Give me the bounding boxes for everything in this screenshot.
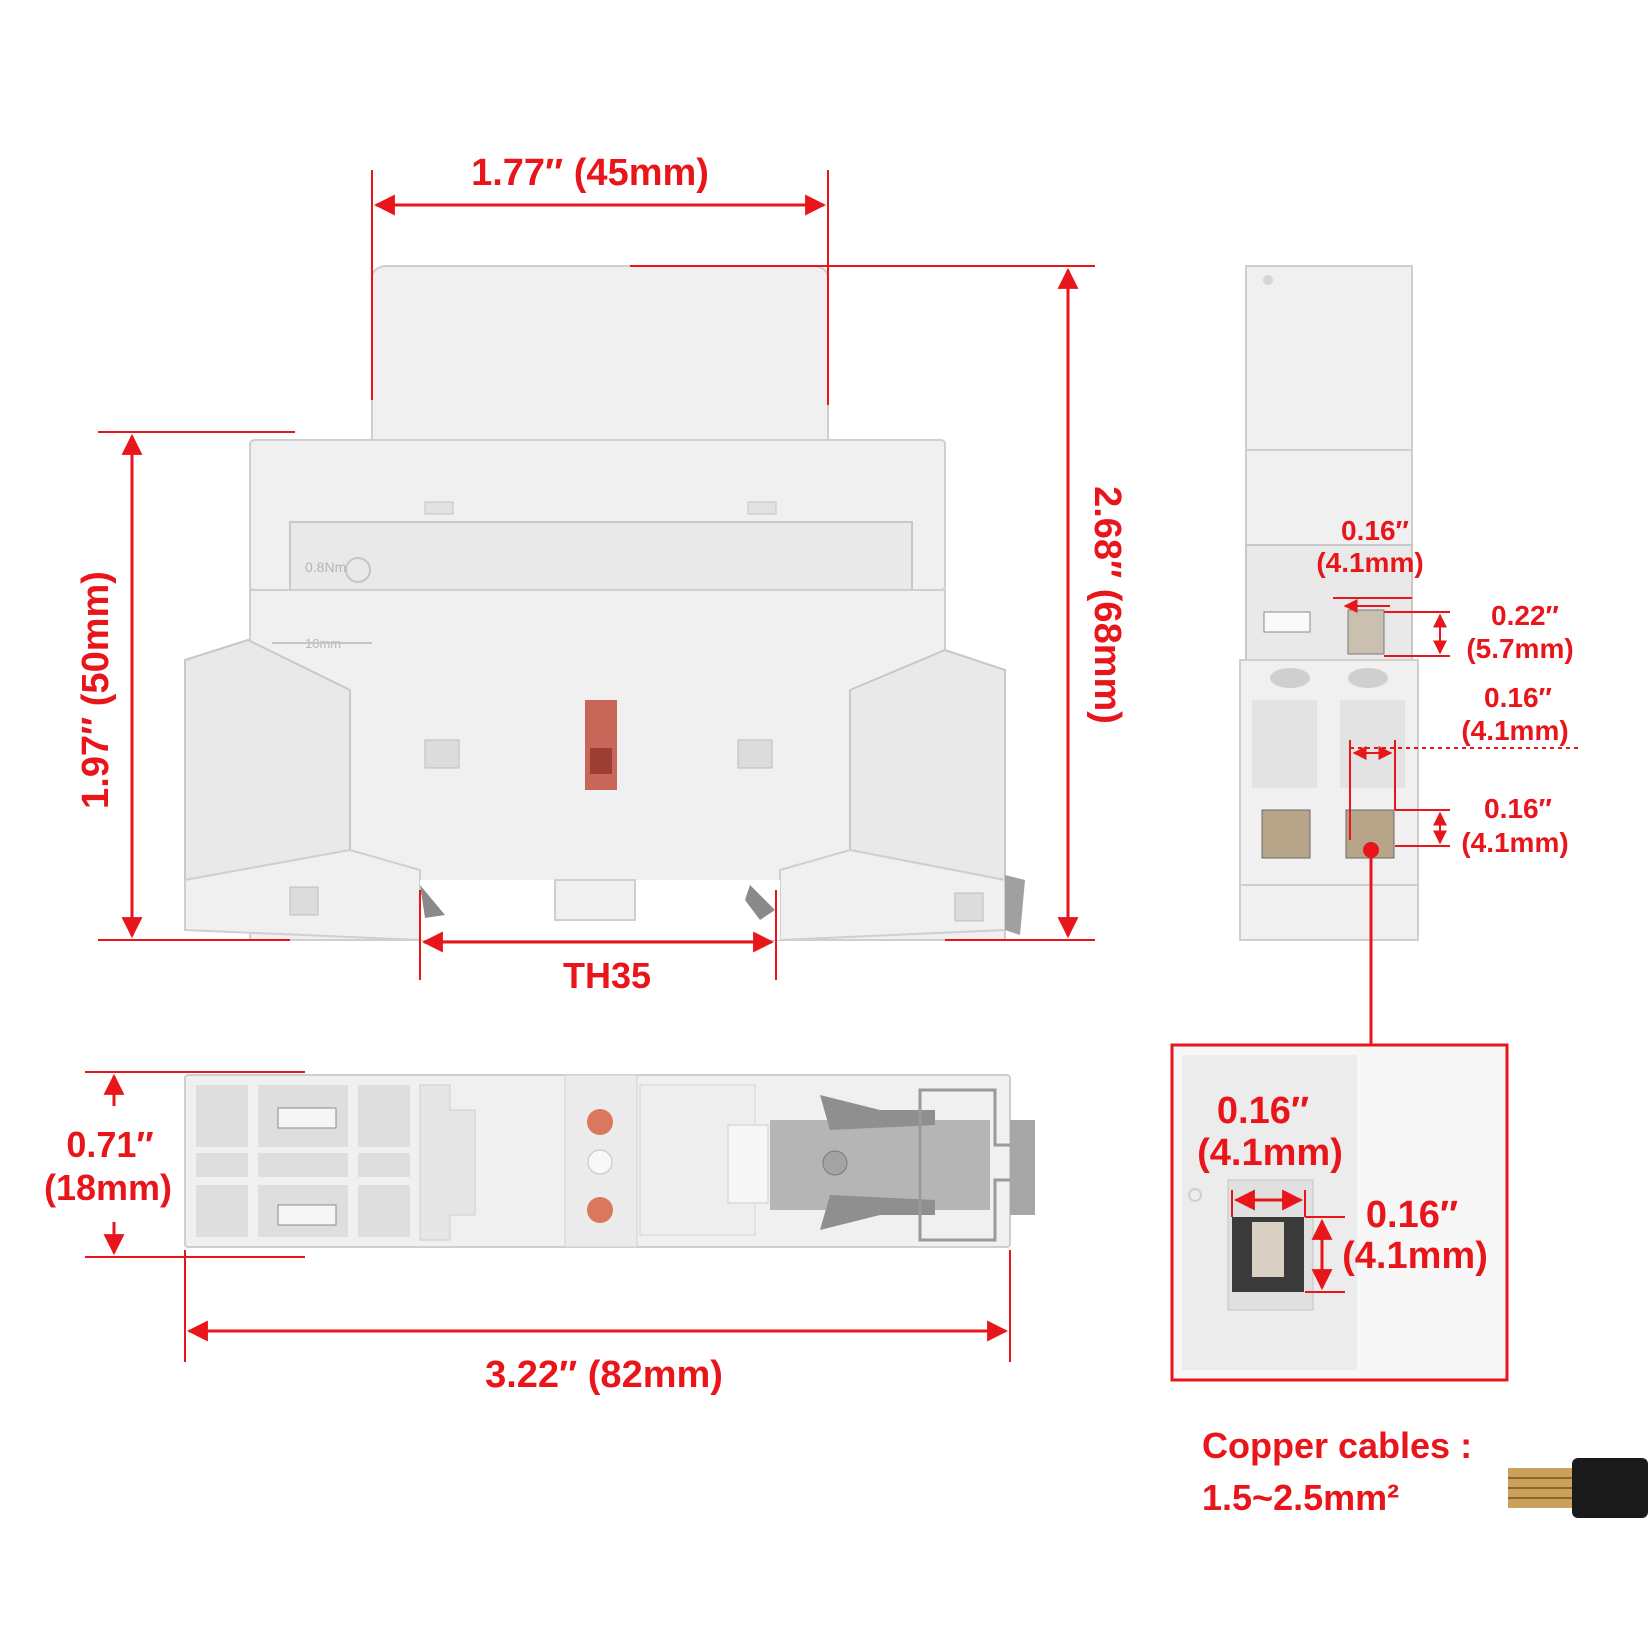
terminal-detail-view: [1170, 1043, 1509, 1382]
side-dim1-inch-label: 0.16″: [1341, 515, 1409, 546]
side-dim3-inch-label: 0.16″: [1484, 682, 1552, 713]
side-dim1-mm-label: (4.1mm): [1316, 547, 1423, 578]
cable-note-line1: Copper cables :: [1202, 1425, 1472, 1466]
front-view-dimensions: [98, 170, 1095, 980]
side-view-device: [1239, 265, 1419, 941]
detail-width-mm-label: (4.1mm): [1197, 1132, 1343, 1174]
copper-cable-icon: [1508, 1458, 1648, 1518]
cable-note-line2: 1.5~2.5mm²: [1202, 1477, 1399, 1518]
detail-width-inch-label: 0.16″: [1217, 1090, 1309, 1132]
side-dim2-mm-label: (5.7mm): [1466, 633, 1573, 664]
indicator-window: [585, 700, 617, 790]
detail-height-mm-label: (4.1mm): [1342, 1235, 1488, 1277]
side-view-dimensions: [1333, 597, 1580, 1045]
side-dim3-mm-label: (4.1mm): [1461, 715, 1568, 746]
depth-label: 1.97″ (50mm): [75, 571, 117, 809]
bottom-height-inch-label: 0.71″: [66, 1124, 153, 1165]
detail-height-inch-label: 0.16″: [1366, 1194, 1458, 1236]
width-label: 1.77″ (45mm): [471, 152, 709, 194]
bottom-view-device: [184, 1074, 1035, 1248]
side-dim2-inch-label: 0.22″: [1491, 600, 1559, 631]
front-view-device: 0.8Nm 10mm: [184, 265, 1025, 942]
rail-label: TH35: [563, 955, 651, 996]
bottom-height-mm-label: (18mm): [44, 1167, 172, 1208]
side-dim4-mm-label: (4.1mm): [1461, 827, 1568, 858]
height-label: 2.68″ (68mm): [1086, 486, 1128, 724]
side-dim4-inch-label: 0.16″: [1484, 793, 1552, 824]
bottom-view-dimensions: [85, 1071, 1011, 1362]
bottom-length-label: 3.22″ (82mm): [485, 1354, 723, 1396]
torque-marking: 0.8Nm: [305, 559, 346, 575]
